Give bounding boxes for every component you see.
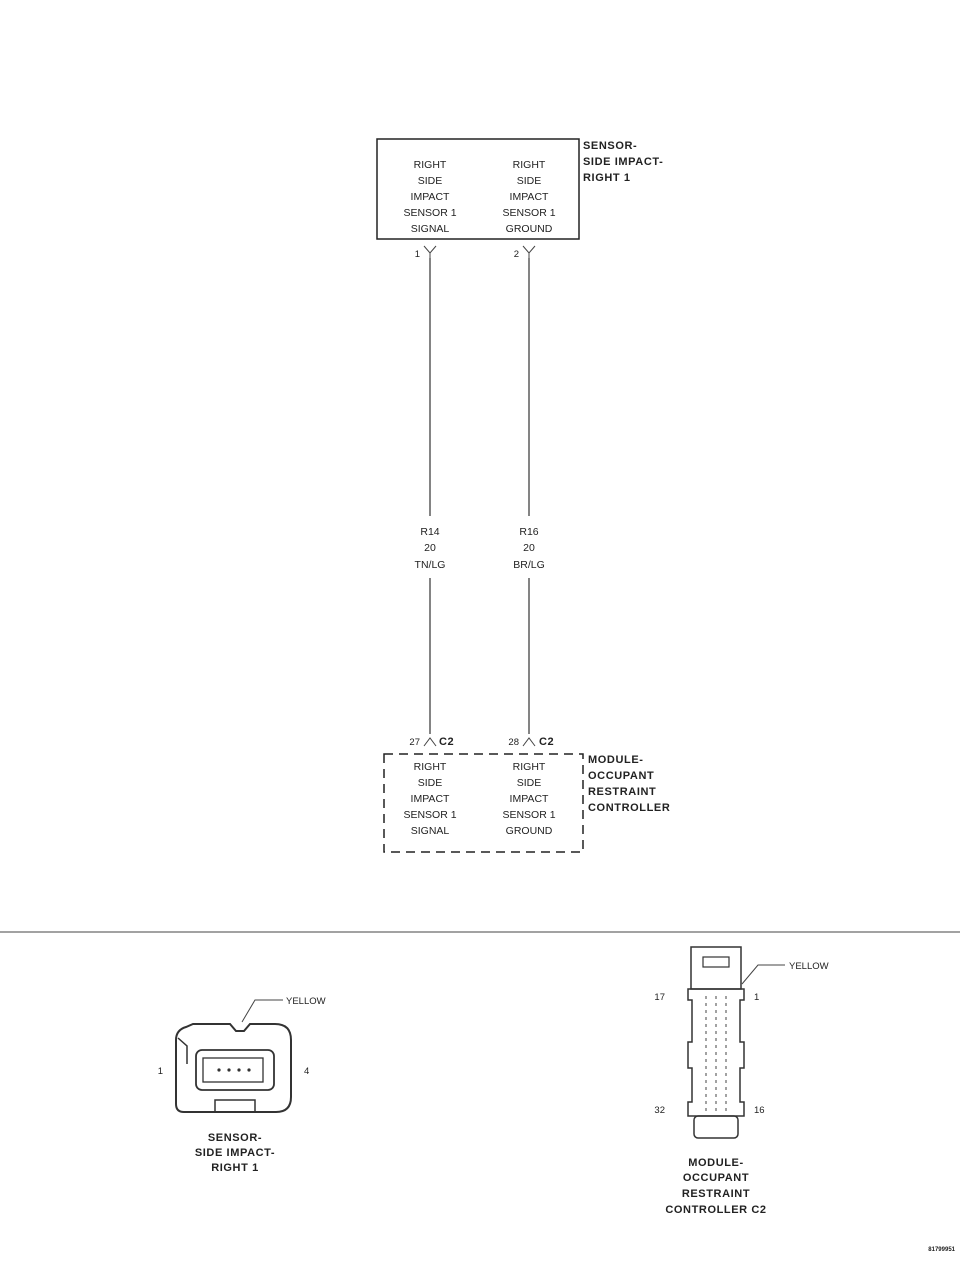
module-caption-1: MODULE- [688, 1157, 744, 1169]
module-pin-1-label: 1 [754, 992, 759, 1003]
module-pin-28-terminal [522, 737, 536, 747]
sensor-signal-line-4: SENSOR 1 [403, 207, 456, 219]
sensor-connector-insert [202, 1057, 264, 1083]
svg-text:OCCUPANT: OCCUPANT [588, 770, 654, 782]
wire-r14-label: R14 20 TN/LG [415, 526, 446, 571]
module-pin-28-label: 28 [508, 737, 519, 748]
sensor-pin-right-label: 4 [304, 1066, 309, 1077]
svg-text:MODULE-: MODULE- [588, 754, 644, 766]
wire-r16-label: R16 20 BR/LG [513, 526, 545, 571]
svg-text:SIDE: SIDE [418, 777, 443, 789]
module-connector-view: YELLOW 17 1 32 16 MODULE- OCCUPANT RESTR… [654, 946, 829, 1216]
svg-text:SENSOR-: SENSOR- [583, 140, 637, 152]
svg-text:R16: R16 [519, 526, 538, 538]
module-pin-27-terminal [423, 737, 437, 747]
sensor-connector-latch [177, 1037, 188, 1064]
sensor-pin-4 [247, 1068, 251, 1072]
module-pin-27-label: 27 [409, 737, 420, 748]
sensor-pin-2-label: 2 [514, 249, 519, 260]
svg-text:BR/LG: BR/LG [513, 559, 545, 571]
svg-text:SIDE: SIDE [517, 777, 542, 789]
module-pin-32-label: 32 [654, 1105, 665, 1116]
module-caption-4: CONTROLLER C2 [665, 1204, 766, 1216]
sensor-connector-face [195, 1049, 275, 1091]
svg-text:IMPACT: IMPACT [510, 793, 549, 805]
module-connector-top [690, 946, 742, 990]
sensor-ground-line-2: SIDE [517, 175, 542, 187]
module-connector-bottom [693, 1115, 739, 1139]
sensor-pin-left-label: 1 [158, 1066, 163, 1077]
sensor-caption-1: SENSOR- [208, 1132, 262, 1144]
sensor-signal-line-2: SIDE [418, 175, 443, 187]
sensor-ground-line-1: RIGHT [513, 159, 546, 171]
figure-id: 81799951 [928, 1247, 955, 1253]
svg-text:SIGNAL: SIGNAL [411, 825, 450, 837]
svg-text:SIDE IMPACT-: SIDE IMPACT- [583, 156, 663, 168]
module-pin-27-connector: C2 [439, 736, 454, 748]
svg-text:SENSOR 1: SENSOR 1 [403, 809, 456, 821]
svg-text:IMPACT: IMPACT [411, 793, 450, 805]
svg-text:20: 20 [424, 542, 436, 554]
module-caption-3: RESTRAINT [682, 1188, 750, 1200]
sensor-ground-line-5: GROUND [506, 223, 553, 235]
sensor-ground-line-4: SENSOR 1 [502, 207, 555, 219]
sensor-signal-line-1: RIGHT [414, 159, 447, 171]
module-connector-body [687, 988, 745, 1117]
module-pin-17-label: 17 [654, 992, 665, 1003]
module-box: RIGHT SIDE IMPACT SENSOR 1 SIGNAL RIGHT … [383, 753, 584, 853]
sensor-connector-housing [175, 1023, 292, 1113]
sensor-pin-1-label: 1 [415, 249, 420, 260]
svg-text:GROUND: GROUND [506, 825, 553, 837]
sensor-pin-1-terminal [423, 245, 437, 258]
sensor-caption-3: RIGHT 1 [211, 1162, 259, 1174]
module-caption-2: OCCUPANT [683, 1172, 749, 1184]
sensor-pin-3 [237, 1068, 241, 1072]
module-pin-16-label: 16 [754, 1105, 765, 1116]
svg-text:CONTROLLER: CONTROLLER [588, 802, 670, 814]
sensor-pin-2-terminal [522, 245, 536, 258]
sensor-yellow-leader [241, 999, 283, 1023]
svg-text:RIGHT: RIGHT [513, 761, 546, 773]
module-pin-28-connector: C2 [539, 736, 554, 748]
sensor-connector-bottom-key [214, 1099, 256, 1113]
svg-text:RIGHT 1: RIGHT 1 [583, 172, 631, 184]
module-color-label: YELLOW [789, 961, 829, 972]
sensor-caption-2: SIDE IMPACT- [195, 1147, 275, 1159]
sensor-title: SENSOR- SIDE IMPACT- RIGHT 1 [583, 140, 663, 184]
svg-text:TN/LG: TN/LG [415, 559, 446, 571]
svg-text:RIGHT: RIGHT [414, 761, 447, 773]
sensor-connector-view: YELLOW 1 4 SENSOR- SIDE IMPACT- RIGHT 1 [158, 996, 326, 1174]
sensor-color-label: YELLOW [286, 996, 326, 1007]
module-yellow-leader [741, 964, 785, 985]
svg-text:SENSOR 1: SENSOR 1 [502, 809, 555, 821]
sensor-ground-line-3: IMPACT [510, 191, 549, 203]
sensor-signal-line-5: SIGNAL [411, 223, 450, 235]
module-connector-top-tab [702, 956, 730, 968]
sensor-pin-2 [227, 1068, 231, 1072]
svg-text:20: 20 [523, 542, 535, 554]
sensor-box: RIGHT SIDE IMPACT SENSOR 1 SIGNAL RIGHT … [376, 138, 580, 240]
module-title: MODULE- OCCUPANT RESTRAINT CONTROLLER [588, 754, 670, 814]
sensor-pin-1 [217, 1068, 221, 1072]
sensor-signal-line-3: IMPACT [411, 191, 450, 203]
svg-text:RESTRAINT: RESTRAINT [588, 786, 656, 798]
svg-text:R14: R14 [420, 526, 439, 538]
